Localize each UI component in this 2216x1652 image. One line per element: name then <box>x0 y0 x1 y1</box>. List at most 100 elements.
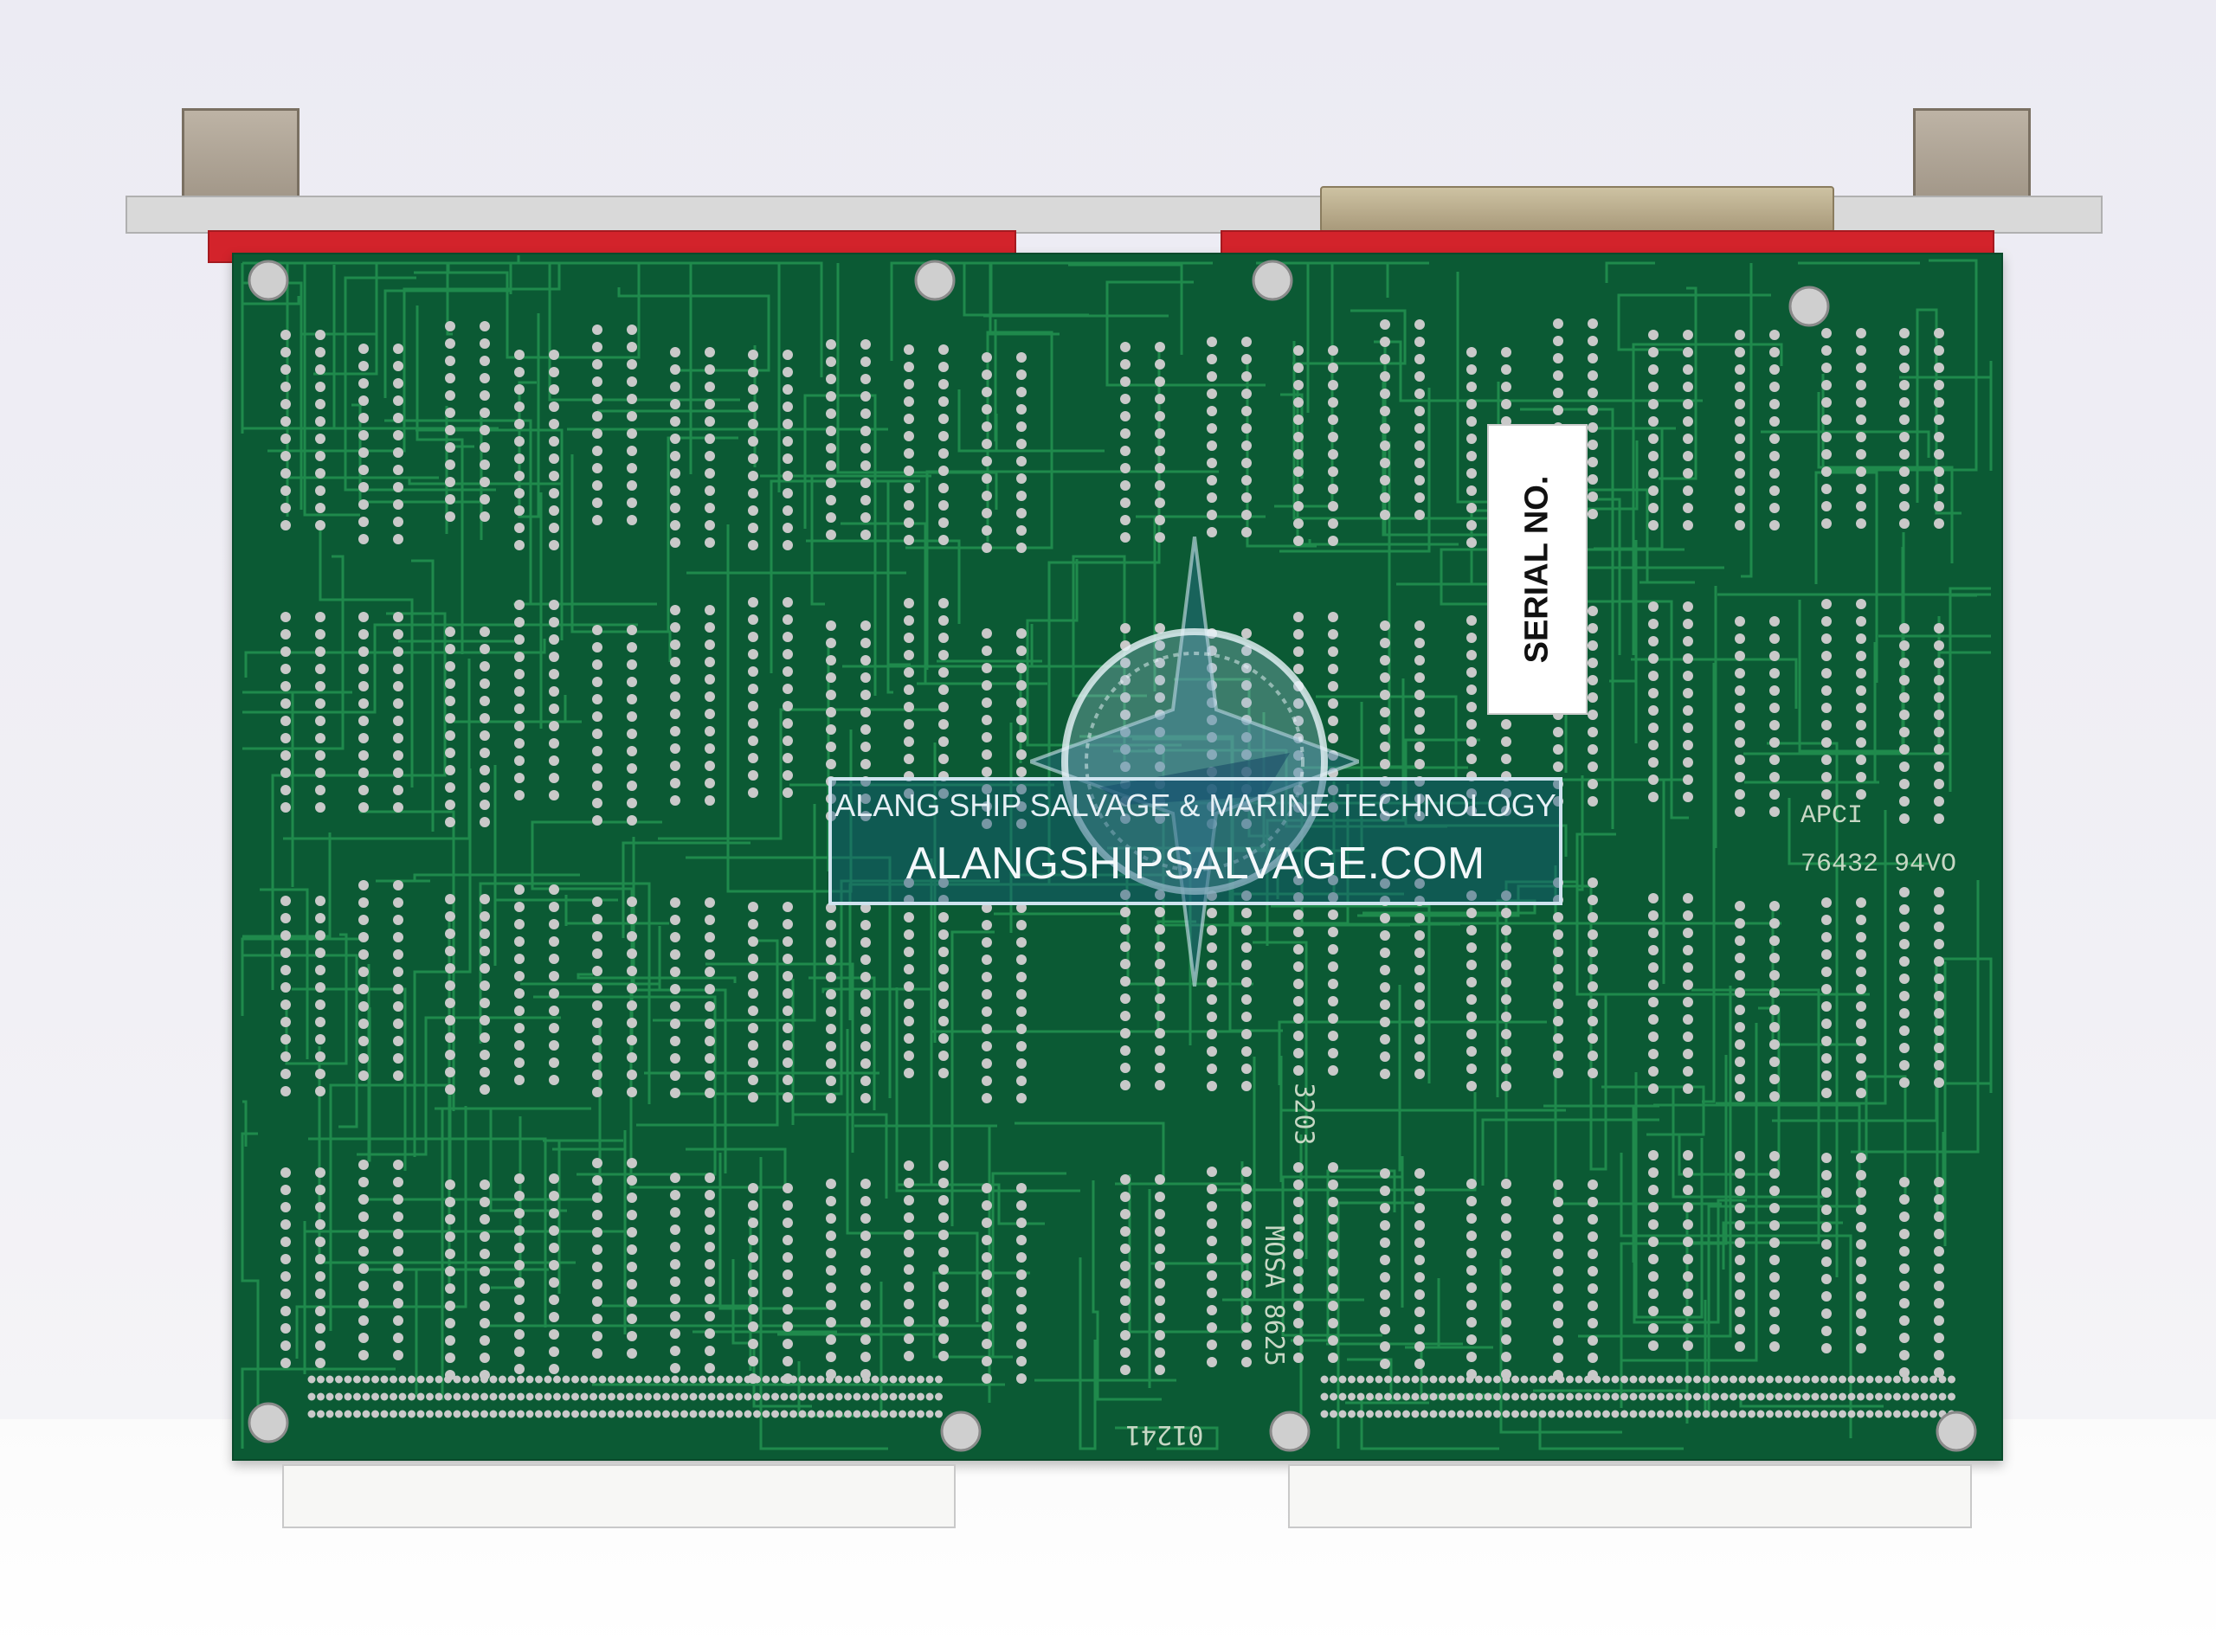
solder-pad <box>1748 1375 1755 1384</box>
solder-pad <box>1120 710 1131 720</box>
solder-pad <box>670 795 680 806</box>
solder-pad <box>1683 1049 1693 1059</box>
solder-pad <box>514 1075 525 1085</box>
solder-pad <box>627 325 637 335</box>
solder-pad <box>1588 895 1598 905</box>
solder-pad <box>393 750 403 761</box>
solder-pad <box>1466 1196 1477 1206</box>
solder-pad <box>1769 1074 1780 1084</box>
solder-pad <box>393 1036 403 1046</box>
solder-pad <box>705 915 715 925</box>
solder-pad <box>1207 510 1217 520</box>
solder-pad <box>592 359 602 370</box>
solder-pad <box>480 1197 490 1207</box>
solder-pad <box>1016 508 1027 518</box>
solder-pad <box>860 937 871 948</box>
solder-pad <box>499 1375 506 1384</box>
trace <box>770 479 920 673</box>
solder-pad <box>1648 1237 1659 1247</box>
solder-pad <box>280 1202 291 1212</box>
solder-pad <box>748 971 758 981</box>
solder-pad <box>445 338 455 349</box>
solder-pad <box>1683 468 1693 479</box>
solder-pad <box>408 1392 416 1401</box>
trace <box>1554 865 1722 1205</box>
solder-pad <box>435 1375 443 1384</box>
solder-pad <box>480 765 490 775</box>
solder-pad <box>1648 1150 1659 1160</box>
solder-pad <box>1899 1281 1910 1291</box>
solder-pad <box>1466 503 1477 513</box>
solder-pad <box>1380 948 1390 958</box>
solder-pad <box>1584 1410 1592 1418</box>
solder-pad <box>1320 1392 1329 1401</box>
solder-pad <box>1735 1168 1745 1179</box>
solder-pad <box>1735 485 1745 496</box>
solder-pad <box>393 768 403 778</box>
solder-pad <box>280 1323 291 1334</box>
solder-pad <box>1683 485 1693 496</box>
solder-pad <box>1553 1353 1563 1363</box>
solder-pad <box>717 1375 725 1384</box>
solder-pad <box>826 1058 836 1069</box>
solder-pad <box>480 442 490 453</box>
solder-pad <box>592 1296 602 1307</box>
solder-pad <box>358 949 369 960</box>
solder-pad <box>592 480 602 491</box>
trace <box>344 276 496 492</box>
trace <box>1271 781 1431 1083</box>
solder-pad <box>393 534 403 544</box>
solder-pad <box>514 1364 525 1374</box>
solder-pad <box>1648 740 1659 750</box>
trace <box>963 263 1089 317</box>
solder-pad <box>1538 1392 1547 1401</box>
solder-pad <box>904 500 914 511</box>
solder-pad <box>1735 1324 1745 1334</box>
solder-pad <box>280 1069 291 1079</box>
solder-pad <box>860 512 871 523</box>
solder-pad <box>1683 451 1693 461</box>
solder-pad <box>816 1410 825 1418</box>
solder-pad <box>1856 1036 1866 1046</box>
solder-pad <box>1520 1375 1529 1384</box>
solder-pad <box>783 718 793 729</box>
trace <box>543 1139 623 1294</box>
trace <box>570 454 672 662</box>
solder-pad <box>1120 1063 1131 1073</box>
solder-pad <box>525 1375 534 1384</box>
solder-pad <box>1207 1288 1217 1298</box>
solder-pad <box>1293 1162 1304 1173</box>
solder-pad <box>705 364 715 375</box>
solder-pad <box>1538 1410 1547 1418</box>
solder-pad <box>705 743 715 754</box>
solder-pad <box>1328 733 1338 743</box>
solder-pad <box>280 802 291 813</box>
solder-pad <box>826 1392 834 1401</box>
solder-pad <box>1847 1410 1856 1418</box>
solder-pad <box>1648 1271 1659 1282</box>
solder-pad <box>514 1191 525 1201</box>
solder-pad <box>1380 1220 1390 1231</box>
solder-pad <box>549 1225 559 1236</box>
solder-pad <box>1414 440 1425 451</box>
solder-pad <box>1702 1410 1710 1418</box>
solder-pad <box>860 443 871 453</box>
solder-pad <box>480 390 490 401</box>
solder-pad <box>1328 1065 1338 1076</box>
solder-pad <box>1884 1375 1892 1384</box>
solder-pad <box>1553 1180 1563 1190</box>
solder-pad <box>1821 1036 1832 1046</box>
solder-pad <box>938 598 949 608</box>
watermark-company: ALANG SHIP SALVAGE & MARINE TECHNOLOGY <box>834 787 1556 823</box>
trace <box>260 888 309 1059</box>
solder-pad <box>783 736 793 746</box>
solder-pad <box>699 1410 706 1418</box>
solder-pad <box>280 930 291 941</box>
solder-pad <box>480 644 490 654</box>
solder-pad <box>1648 330 1659 340</box>
solder-pad <box>1466 1300 1477 1310</box>
solder-pad <box>393 802 403 813</box>
solder-pad <box>1328 397 1338 408</box>
solder-pad <box>1648 347 1659 357</box>
solder-pad <box>315 681 325 691</box>
